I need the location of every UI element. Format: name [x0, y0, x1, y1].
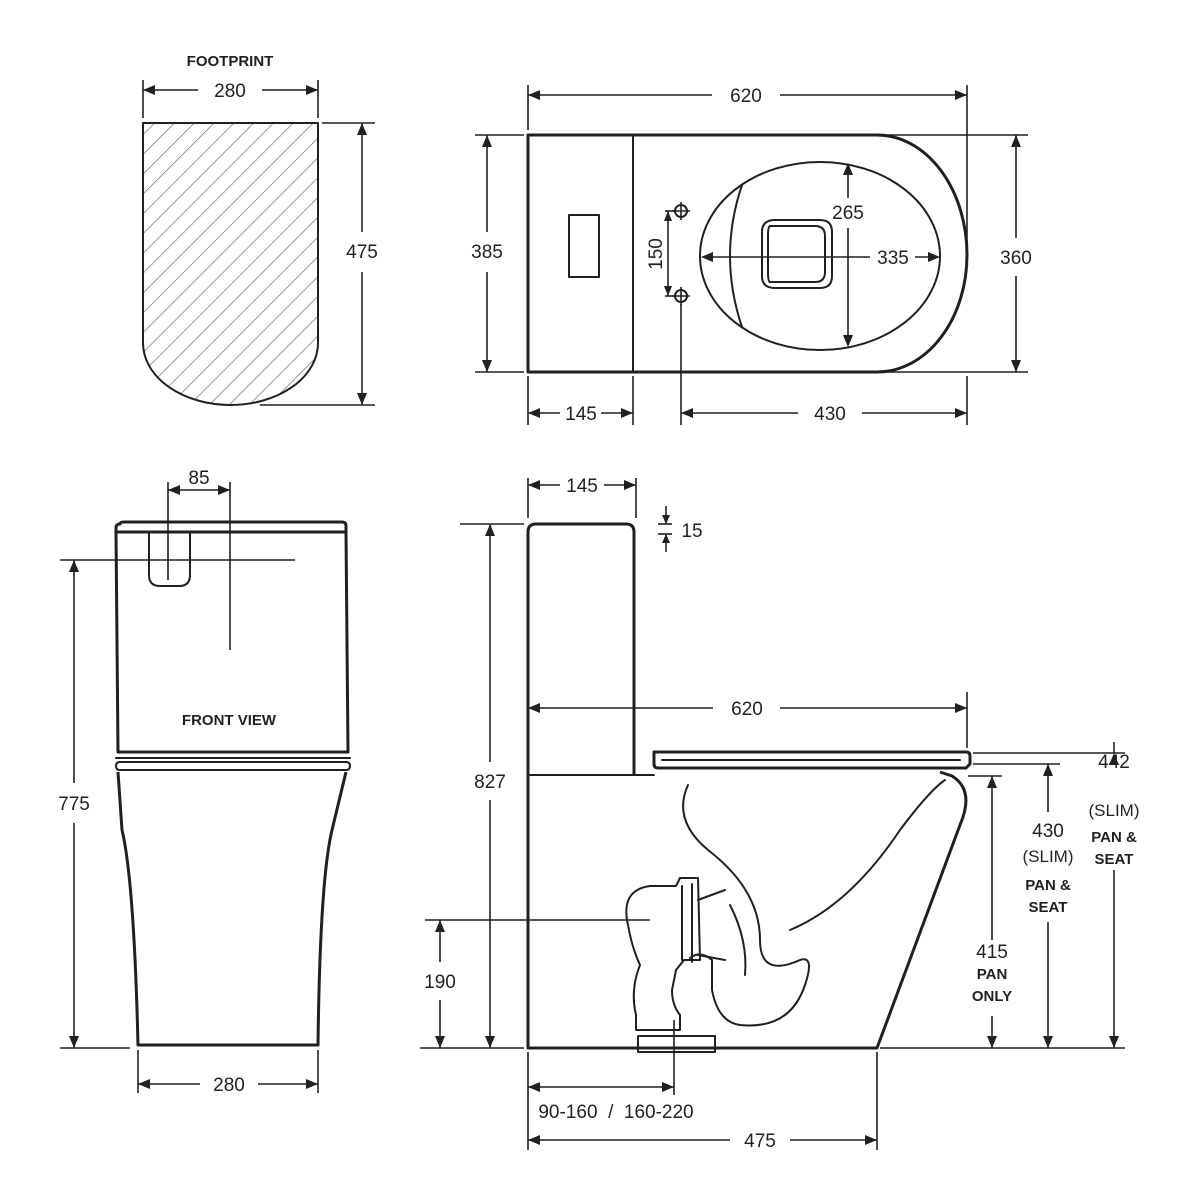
fixing-spacing-label: 150 [646, 238, 667, 270]
pan-only-line1: PAN [977, 966, 1008, 983]
seat-height-b-seat: SEAT [1029, 899, 1068, 916]
plan-length-label: 620 [730, 86, 762, 107]
seat-height-b-pan: PAN & [1025, 877, 1071, 894]
total-height-label: 827 [474, 772, 506, 793]
plan-outline [526, 133, 969, 374]
seat-outline [699, 161, 941, 351]
side-outlet [625, 877, 701, 1031]
tank-plan-depth-label: 385 [471, 242, 503, 263]
lid-thickness-label: 15 [681, 521, 702, 542]
footprint-view: FOOTPRINT 280 475 [142, 53, 378, 406]
seat-height-b-slim: (SLIM) [1023, 847, 1074, 866]
footprint-depth-label: 475 [346, 242, 378, 263]
front-view-title: FRONT VIEW [182, 712, 277, 729]
plan-view: 150 265 335 620 385 [471, 85, 1032, 425]
fixing-to-front-label: 430 [814, 404, 846, 425]
pan-plan-depth-label: 360 [1000, 248, 1032, 269]
front-height-label: 775 [58, 794, 90, 815]
side-trapway [682, 784, 810, 1027]
footprint-shape [142, 122, 319, 406]
bowl-width-label: 265 [832, 203, 864, 224]
seat-height-b-label: 430 [1032, 821, 1064, 842]
pan-only-line2: ONLY [972, 988, 1012, 1005]
tank-depth-label: 145 [565, 404, 597, 425]
bowl-length-label: 335 [877, 248, 909, 269]
front-flush-button [148, 531, 191, 587]
front-pan [116, 771, 348, 1047]
bowl-opening [761, 219, 833, 289]
front-width-label: 280 [213, 1075, 245, 1096]
seat-height-a-seat: SEAT [1095, 851, 1134, 868]
side-seat [652, 750, 972, 770]
side-view: 145 15 620 827 190 [420, 476, 1140, 1152]
flush-button [568, 214, 600, 278]
setout-label: 90-160 / 160-220 [538, 1102, 693, 1123]
seat-height-a-pan: PAN & [1091, 829, 1137, 846]
seat-height-a-slim: (SLIM) [1089, 801, 1140, 820]
front-tank [114, 531, 350, 754]
side-tank [526, 522, 636, 775]
outlet-height-label: 190 [424, 972, 456, 993]
front-lid [114, 520, 348, 534]
front-view: FRONT VIEW 85 775 280 [58, 468, 351, 1096]
base-depth-label: 475 [744, 1131, 776, 1152]
button-width-label: 85 [188, 468, 209, 489]
side-length-label: 620 [731, 699, 763, 720]
footprint-width-label: 280 [214, 81, 246, 102]
side-tank-depth-label: 145 [566, 476, 598, 497]
front-seat [115, 761, 351, 771]
footprint-title: FOOTPRINT [187, 53, 274, 70]
seat-height-a-label: 442 [1098, 752, 1130, 773]
pan-height-label: 415 [976, 942, 1008, 963]
side-pan [526, 770, 968, 1050]
